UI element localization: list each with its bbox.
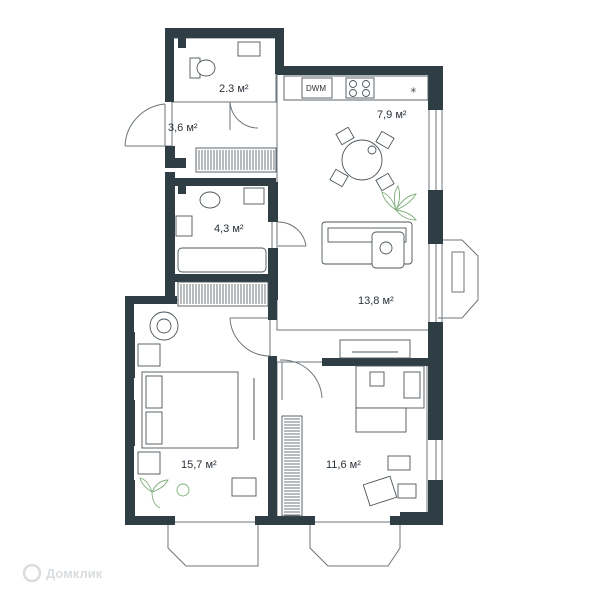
bath-fixtures xyxy=(175,187,267,273)
kitchen-counter: DWM ✳ xyxy=(283,75,429,101)
plant-bedroom xyxy=(139,477,190,509)
wc-fixtures xyxy=(189,41,261,79)
small-bedroom-bed xyxy=(355,365,425,433)
room-area-hall: 3,6 м² xyxy=(168,122,198,134)
room-area-bedroom-large: 15,7 м² xyxy=(181,459,217,471)
room-area-bedroom-small: 11,6 м² xyxy=(326,459,361,471)
armchair-bedroom xyxy=(149,311,179,341)
dwm-label: DWM xyxy=(306,84,326,93)
wardrobes xyxy=(177,147,303,517)
room-area-living: 13,8 м² xyxy=(358,295,394,307)
sofa xyxy=(321,221,413,269)
room-area-kitchen: 7,9 м² xyxy=(377,109,407,121)
plant-living xyxy=(381,185,417,221)
doors xyxy=(124,101,323,400)
room-area-wc: 2.3 м² xyxy=(219,83,249,95)
dining-set xyxy=(329,126,395,192)
room-area-bathroom: 4,3 м² xyxy=(214,223,244,235)
watermark-text: Домклик xyxy=(46,566,103,581)
tv-console xyxy=(339,339,411,359)
bedroom-desk xyxy=(231,378,257,497)
small-bedroom-desk xyxy=(362,455,417,507)
bed xyxy=(137,343,239,475)
watermark: Домклик xyxy=(22,563,103,583)
walls xyxy=(125,28,443,525)
sparkle-icon: ✳ xyxy=(410,86,417,95)
